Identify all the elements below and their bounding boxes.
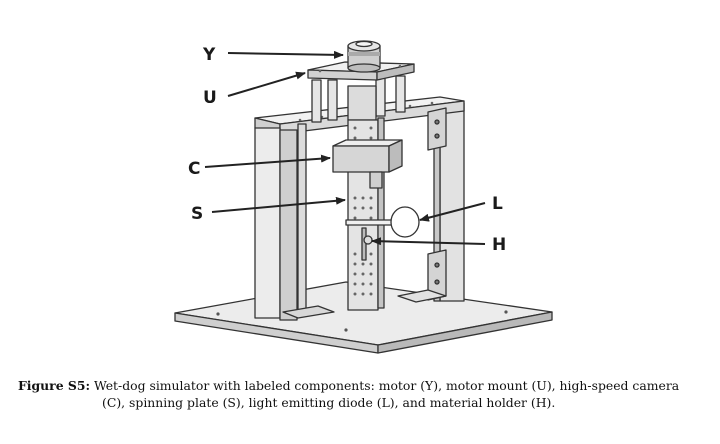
label-spinning-plate: S (191, 204, 203, 224)
arrow-motor-mount (227, 71, 306, 97)
label-led: L (492, 194, 503, 214)
caption-line-2: (C), spinning plate (S), light emitting … (102, 395, 556, 410)
arrow-holder (371, 237, 486, 246)
motor (347, 40, 381, 73)
label-motor: Y (202, 45, 216, 65)
arrow-motor (227, 50, 344, 59)
upper-right-bracket (427, 107, 447, 151)
arrow-spinning-plate (211, 196, 346, 213)
label-holder: H (492, 235, 506, 255)
motor-mount-posts (311, 75, 406, 123)
caption-text-1: Wet-dog simulator with labeled component… (94, 378, 680, 393)
arrow-camera (204, 154, 331, 168)
label-motor-mount: U (203, 88, 217, 108)
label-camera: C (188, 159, 200, 179)
light-emitting-diode (390, 206, 420, 238)
caption-line-1: Figure S5: Wet-dog simulator with labele… (18, 377, 708, 394)
arrow-led (419, 202, 486, 222)
front-left-column (254, 123, 335, 321)
high-speed-camera (332, 139, 403, 189)
wet-dog-simulator-diagram: Y U C S L H (174, 40, 553, 354)
figure-caption: Figure S5: Wet-dog simulator with labele… (18, 377, 708, 411)
caption-label: Figure S5: (18, 378, 91, 393)
lower-right-bracket (397, 249, 447, 303)
